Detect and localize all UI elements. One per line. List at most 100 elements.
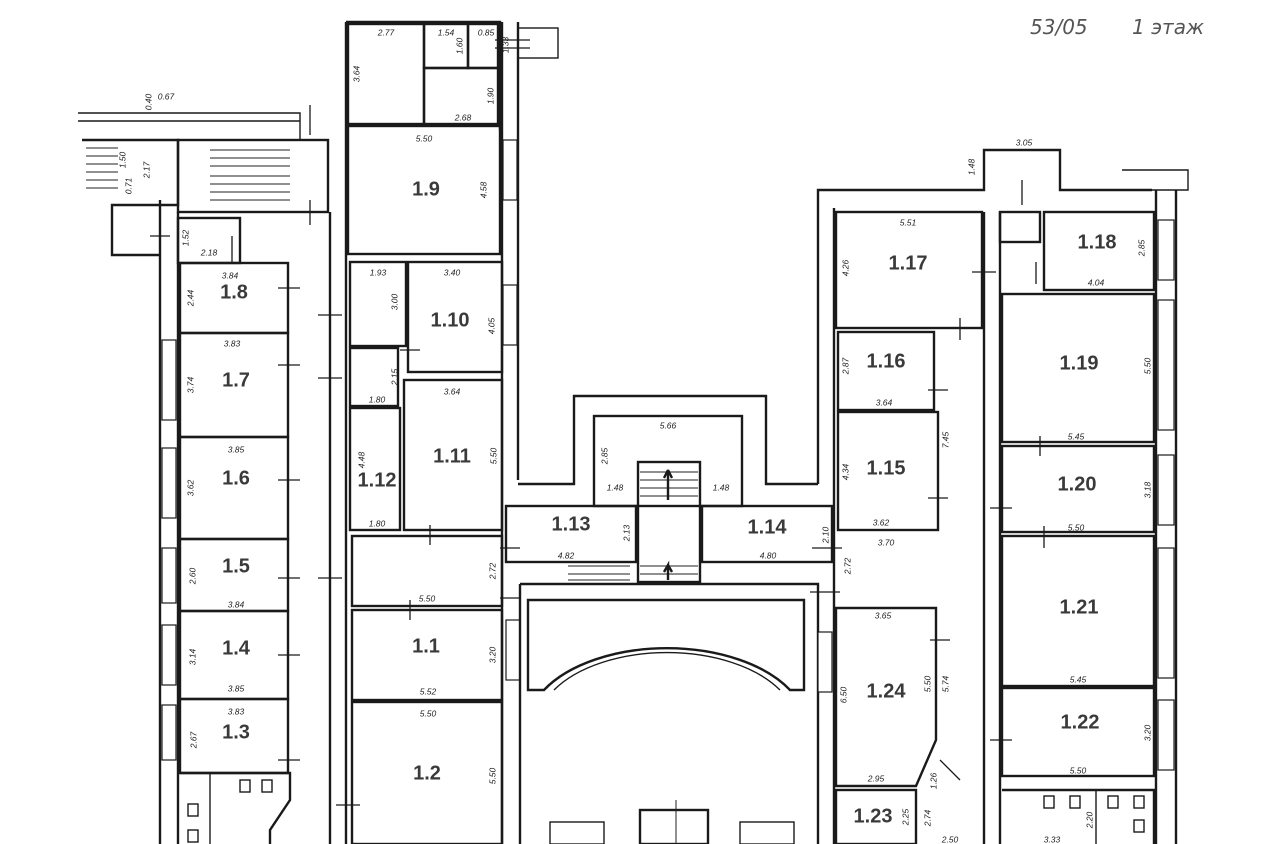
stair-room	[592, 414, 744, 508]
court-outline	[518, 394, 818, 486]
room-1.23	[834, 788, 918, 844]
room-label-1.2: 1.2	[413, 762, 441, 784]
dim-label: 2.67	[188, 731, 198, 749]
room-label-1.3: 1.3	[222, 721, 250, 743]
dim-label: 5.52	[420, 686, 437, 696]
room-label-1.10: 1.10	[431, 309, 470, 331]
room-label-1.22: 1.22	[1061, 711, 1100, 733]
main-stair-steps	[568, 471, 698, 581]
dim-label: 5.74	[940, 675, 950, 692]
window	[161, 447, 177, 519]
dim-label: 2.85	[599, 447, 609, 465]
room-1.24	[834, 606, 938, 788]
stair-arrow-up	[662, 469, 674, 500]
dim-label: 2.50	[941, 834, 959, 844]
shaft	[998, 210, 1042, 244]
door-marks-center	[500, 547, 842, 599]
room-label-1.20: 1.20	[1058, 473, 1097, 495]
dim-label: 2.60	[187, 567, 197, 585]
toilet-block	[180, 771, 292, 844]
room-label-1.11: 1.11	[433, 445, 471, 467]
dim-label: 3.65	[875, 610, 892, 620]
dim-label: 5.50	[1142, 357, 1152, 374]
room-label-1.21: 1.21	[1060, 596, 1099, 618]
dim-label: 2.25	[900, 808, 910, 826]
hall-arch-inner	[553, 651, 781, 691]
right-toilets	[1002, 788, 1156, 844]
dim-label: 2.77	[377, 27, 395, 37]
dim-label: 3.62	[873, 517, 890, 527]
room-1.13	[504, 504, 638, 564]
dim-label: 5.50	[419, 593, 436, 603]
floor-note: 1 этаж	[1132, 15, 1204, 39]
dim-label: 3.20	[1142, 724, 1152, 741]
dim-label: 2.95	[867, 773, 885, 783]
room-small-b	[348, 346, 400, 408]
left-wing	[78, 105, 342, 844]
room-label-1.12: 1.12	[358, 469, 397, 491]
dim-label: 3.83	[224, 338, 241, 348]
dim-label: 1.90	[485, 87, 495, 104]
window	[1157, 547, 1175, 679]
dim-label: 3.70	[878, 537, 895, 547]
window	[817, 631, 833, 693]
stair-hall-steps	[210, 149, 290, 201]
dim-label: 0.40	[143, 93, 153, 110]
dim-label: 2.87	[840, 357, 850, 375]
dim-label: 2.72	[842, 557, 852, 575]
dim-label: 0.67	[158, 91, 175, 101]
window	[161, 547, 177, 604]
dim-label: 5.50	[1070, 765, 1087, 775]
dim-label: 1.48	[713, 482, 730, 492]
window	[1157, 454, 1175, 526]
great-hall	[520, 582, 820, 844]
dim-label: 5.45	[1068, 431, 1085, 441]
dim-label: 0.85	[478, 27, 495, 37]
dim-label: 1.93	[370, 267, 387, 277]
room-small-a	[348, 260, 408, 348]
toilet-fixture	[187, 803, 199, 817]
dim-label: 3.00	[389, 293, 399, 310]
stair-arrow-lower	[662, 560, 674, 580]
door-marks-right	[928, 180, 1045, 781]
room-top-d	[422, 66, 500, 126]
toilet-fixture	[1133, 795, 1145, 809]
window	[161, 704, 177, 761]
hall-arch	[526, 598, 806, 692]
room-1.12	[348, 406, 402, 532]
dim-label: 3.20	[487, 646, 497, 663]
right-wing	[816, 148, 1189, 844]
dim-label: 5.66	[660, 420, 677, 430]
window	[161, 624, 177, 686]
window	[1157, 299, 1175, 431]
hall-bottom-stairs	[549, 800, 795, 844]
toilet-fixture	[239, 779, 251, 793]
dim-label: 2.10	[820, 526, 830, 544]
room-1.14	[700, 504, 834, 564]
dim-label: 3.18	[1142, 481, 1152, 498]
room-label-1.7: 1.7	[222, 369, 250, 391]
dim-label: 2.68	[454, 112, 472, 122]
dim-label: 5.50	[487, 767, 497, 784]
dim-label: 2.85	[1136, 239, 1146, 257]
stair-hall	[176, 138, 330, 214]
dim-label: 2.74	[922, 809, 932, 827]
window	[161, 339, 177, 421]
dim-label: 2.15	[389, 368, 399, 386]
room-1.18	[1042, 210, 1156, 292]
window	[505, 619, 521, 681]
room-label-1.9: 1.9	[412, 178, 440, 200]
room-1.19	[1000, 292, 1156, 444]
dim-label: 3.83	[228, 706, 245, 716]
dim-label: 4.34	[840, 463, 850, 480]
dim-label: 4.58	[478, 181, 488, 198]
room-label-1.15: 1.15	[867, 457, 906, 479]
dimension-labels: 0.40 0.67 1.50 2.17 0.71 1.52 2.18 2.77 …	[117, 27, 1152, 844]
dim-label: 3.40	[444, 267, 461, 277]
dim-label: 1.33	[500, 36, 510, 53]
dim-label: 4.05	[486, 317, 496, 334]
room-label-1.14: 1.14	[748, 516, 788, 538]
dim-label: 3.74	[185, 376, 195, 393]
dim-label: 7.45	[940, 431, 950, 448]
